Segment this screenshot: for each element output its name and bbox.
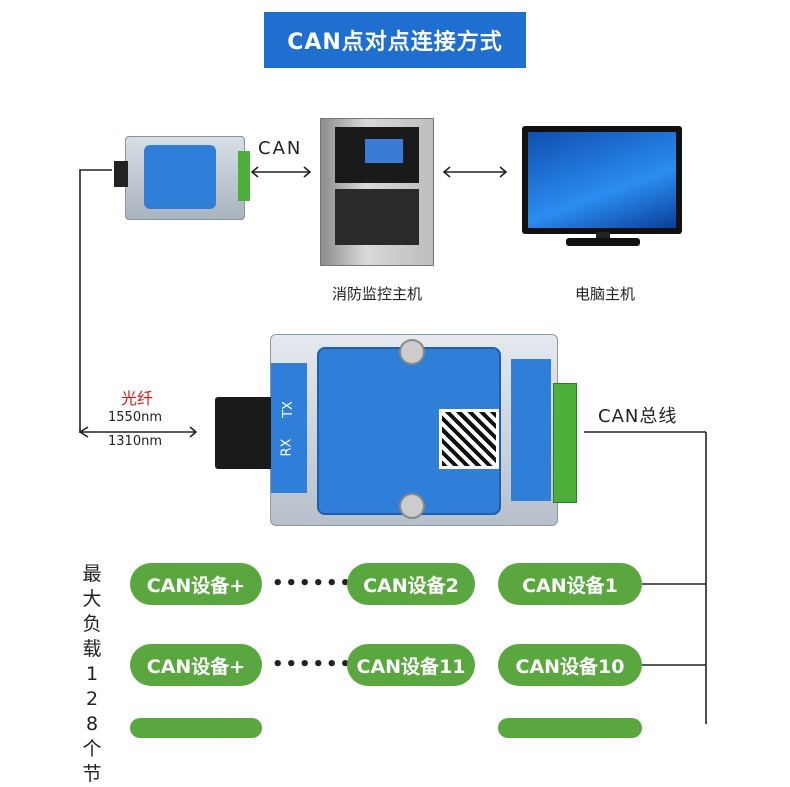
pc-link-arrow: [442, 166, 508, 178]
can-device-2-pill: CAN设备2: [347, 563, 475, 605]
ellipsis-dots: ••••••: [272, 654, 354, 675]
screw-bottom: [399, 493, 425, 519]
max-load-vertical-text: 最大负载128个节: [82, 563, 102, 785]
can-device-plus-pill: CAN设备+: [130, 644, 262, 686]
qr-code: [439, 409, 499, 469]
cabinet-screen: [365, 139, 403, 163]
terminal-block: [238, 151, 250, 201]
can-device-plus-pill: CAN设备+: [130, 563, 262, 605]
monitor-stand-base: [566, 238, 640, 246]
can-device-11-pill: CAN设备11: [347, 644, 475, 686]
fiber-line: [78, 169, 198, 438]
terminal-label-strip: [511, 359, 551, 501]
fire-monitor-host-image: [320, 118, 434, 266]
can-device-row3-pill: [498, 718, 642, 738]
page-title: CAN点对点连接方式: [264, 12, 526, 68]
can-device-1-pill: CAN设备1: [498, 563, 642, 605]
screw-top: [399, 339, 425, 365]
can-bus-line: [584, 431, 707, 724]
small-converter-image: [114, 136, 250, 220]
cabinet-lower-panel: [335, 189, 419, 245]
can-link-label: CAN: [258, 138, 303, 159]
fiber-label: 光纤: [121, 389, 154, 408]
sfp-fiber-module: [215, 397, 273, 469]
converter-face: [144, 145, 216, 209]
wavelength-1310: 1310nm: [108, 434, 162, 449]
monitor-screen: [528, 132, 676, 228]
wavelength-1550: 1550nm: [108, 410, 162, 425]
can-device-10-pill: CAN设备10: [498, 644, 642, 686]
pc-host-caption: 电脑主机: [575, 285, 636, 303]
fire-monitor-host-caption: 消防监控主机: [332, 285, 423, 303]
monitor-stand-neck: [596, 232, 610, 240]
can-device-row3-pill: [130, 718, 262, 738]
rx-label: RX: [279, 438, 295, 457]
fiber-port: [114, 161, 128, 187]
pc-monitor-image: [522, 126, 682, 234]
can-bus-label: CAN总线: [598, 406, 678, 427]
ellipsis-dots: ••••••: [272, 573, 354, 594]
tx-label: TX: [280, 401, 296, 418]
connector-lines: [78, 166, 707, 724]
terminal-block: [553, 383, 577, 503]
fiber-can-converter-image: HADIOT: [215, 334, 577, 526]
can-link-arrow: [250, 166, 312, 178]
converter-face: HADIOT: [317, 347, 531, 515]
rx-tx-strip: [271, 363, 307, 493]
